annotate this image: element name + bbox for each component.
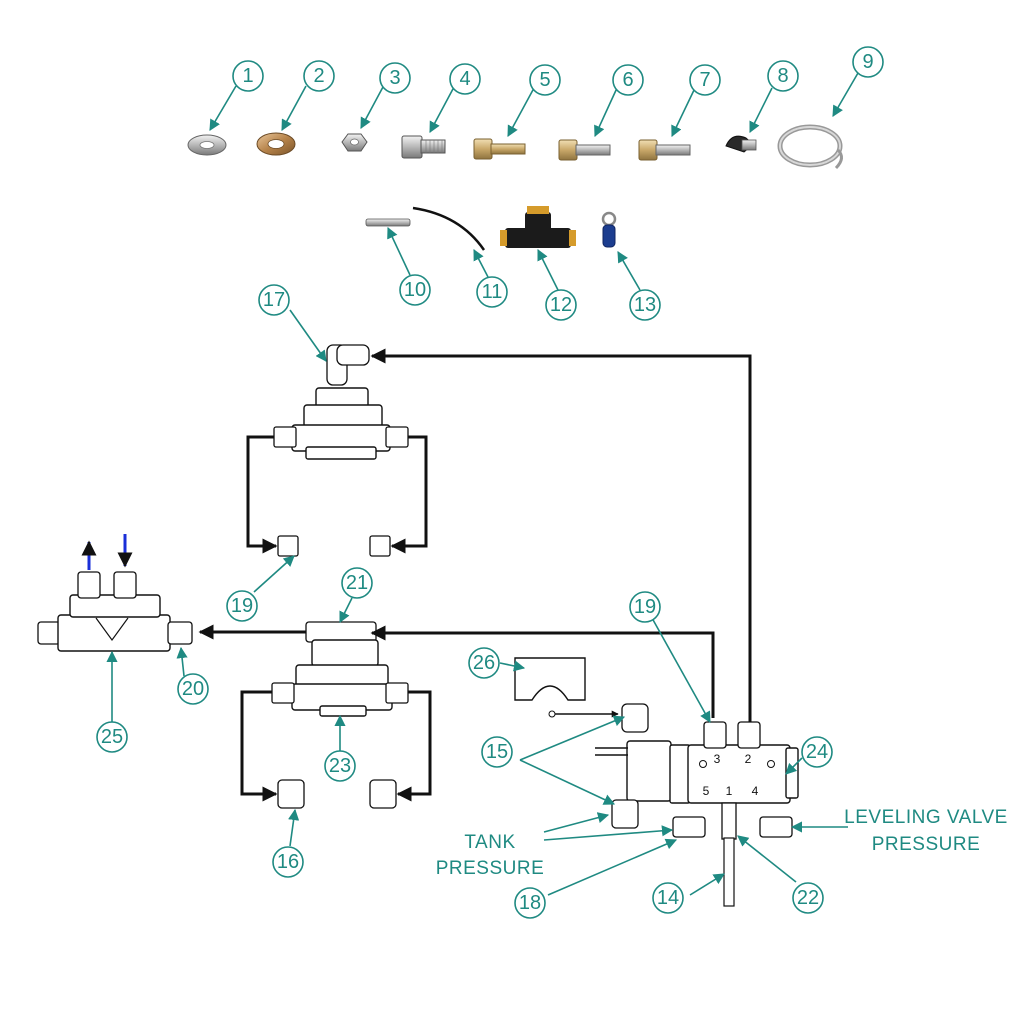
callout-number: 20	[182, 678, 204, 700]
callout-6: 6	[612, 64, 644, 96]
callout-9: 9	[852, 46, 884, 78]
callout-number: 3	[389, 67, 400, 89]
callout-19-upper: 19	[226, 590, 258, 622]
port-label-1: 1	[726, 784, 733, 798]
upper-valve-assembly	[273, 344, 409, 557]
callout-number: 11	[482, 281, 503, 303]
mounting-plate	[514, 657, 586, 701]
wire-coil-part	[777, 124, 843, 170]
hex-bolt-part	[401, 135, 446, 159]
callout-number: 24	[806, 741, 828, 763]
callout-number: 4	[459, 68, 470, 90]
callout-number: 2	[313, 65, 324, 87]
manifold-block	[37, 571, 193, 652]
callout-19-lower: 19	[629, 591, 661, 623]
callout-number: 17	[263, 289, 285, 311]
callout-3: 3	[379, 62, 411, 94]
tubing-part	[412, 206, 486, 251]
callout-number: 23	[329, 755, 351, 777]
ring-terminal-part	[601, 211, 617, 248]
port-label-3: 3	[714, 752, 721, 766]
callout-10: 10	[399, 274, 431, 306]
callout-14: 14	[652, 882, 684, 914]
callout-number: 13	[634, 294, 656, 316]
callout-18: 18	[514, 887, 546, 919]
callout-15: 15	[481, 736, 513, 768]
callout-22: 22	[792, 882, 824, 914]
callout-11: 11	[476, 276, 508, 308]
flat-washer-part	[187, 134, 227, 156]
callout-4: 4	[449, 63, 481, 95]
callout-number: 26	[473, 652, 495, 674]
tee-fitting-part	[500, 206, 576, 248]
callout-25: 25	[96, 721, 128, 753]
callout-number: 8	[777, 65, 788, 87]
splice-connector-part	[365, 218, 411, 227]
callout-number: 15	[486, 741, 508, 763]
callout-number: 6	[622, 69, 633, 91]
callout-13: 13	[629, 289, 661, 321]
lock-washer-part	[256, 132, 296, 156]
cap-screw-part-5	[473, 138, 526, 160]
callout-number: 19	[634, 596, 656, 618]
callout-number: 1	[242, 65, 253, 87]
callout-number: 19	[231, 595, 253, 617]
callout-number: 25	[101, 726, 123, 748]
leader-lines	[106, 72, 859, 896]
callout-8: 8	[767, 60, 799, 92]
port-label-5: 5	[703, 784, 710, 798]
callout-number: 9	[862, 51, 873, 73]
callout-number: 22	[797, 887, 819, 909]
cap-screw-part-7	[638, 139, 691, 161]
callout-16: 16	[272, 846, 304, 878]
port-label-4: 4	[752, 784, 759, 798]
callout-7: 7	[689, 64, 721, 96]
cable-clamp-part	[725, 135, 757, 153]
solenoid-valve: 3 2 5 1 4	[611, 703, 799, 907]
tank-pressure-label-line2: PRESSURE	[436, 858, 545, 879]
callout-number: 12	[550, 294, 572, 316]
callout-1: 1	[232, 60, 264, 92]
hex-nut-part	[341, 133, 368, 152]
callout-21: 21	[341, 567, 373, 599]
callout-24: 24	[801, 736, 833, 768]
callout-2: 2	[303, 60, 335, 92]
leveling-valve-label-line1: LEVELING VALVE	[844, 807, 1008, 828]
callout-number: 14	[657, 887, 679, 909]
callout-12: 12	[545, 289, 577, 321]
callout-number: 10	[404, 279, 426, 301]
leveling-valve-label-line2: PRESSURE	[872, 834, 981, 855]
callout-17: 17	[258, 284, 290, 316]
callout-number: 5	[539, 69, 550, 91]
tank-pressure-label-line1: TANK	[464, 832, 515, 853]
callout-number: 7	[699, 69, 710, 91]
callout-number: 16	[277, 851, 299, 873]
callout-number: 21	[346, 572, 368, 594]
cap-screw-part-6	[558, 139, 611, 161]
callout-26: 26	[468, 647, 500, 679]
callout-5: 5	[529, 64, 561, 96]
callout-number: 18	[519, 892, 541, 914]
port-label-2: 2	[745, 752, 752, 766]
callout-20: 20	[177, 673, 209, 705]
callout-23: 23	[324, 750, 356, 782]
